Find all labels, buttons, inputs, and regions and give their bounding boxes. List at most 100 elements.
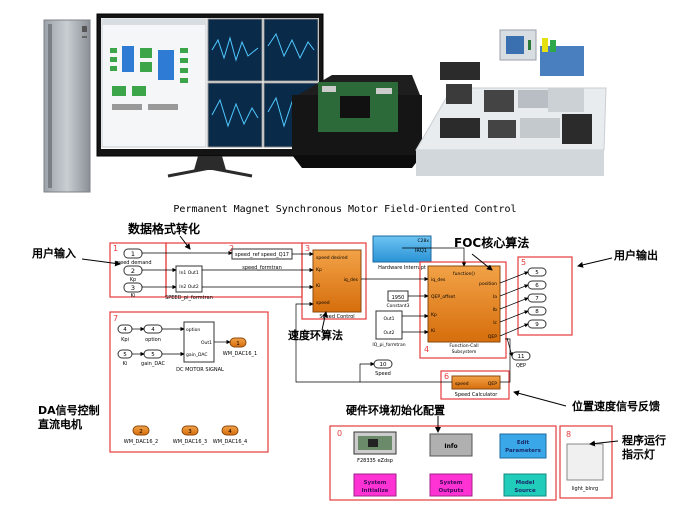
block-port-label: Ia (493, 294, 497, 300)
inport-ki[interactable]: 3 Ki (123, 282, 143, 299)
annotation-data-format: 数据格式转化 (128, 221, 200, 236)
port-number: 4 (151, 327, 155, 333)
inport-speed-demand[interactable]: 1 speed demand (114, 248, 152, 266)
block-port-label: Ib (493, 307, 497, 313)
pc-tower-image (43, 19, 91, 193)
speed-pi-formtran-block[interactable]: In1 Out1 In2 Out2 SPEED_pi_formtran (165, 265, 213, 301)
diagram-title: Permanent Magnet Synchronous Motor Field… (173, 204, 516, 215)
outport-7[interactable]: 7 (527, 293, 547, 303)
outport-qep[interactable]: 11 QEP (511, 351, 531, 369)
outport-6[interactable]: 6 (527, 280, 547, 290)
block-label: WM_DAC16_2 (124, 439, 158, 445)
ezdsp-board-block[interactable]: F28335 eZdsp (353, 431, 397, 464)
port-number: 11 (518, 354, 525, 360)
port-label: speed demand (114, 260, 151, 266)
block-label: F28335 eZdsp (357, 458, 393, 464)
iq-pi-formtran-block[interactable]: Out1 Out2 IQ_pi_formtran (372, 310, 406, 348)
block-label: Source (514, 488, 536, 494)
block-port-label: Kp (431, 312, 437, 318)
dc-motor-signal-block[interactable]: option gain_DAC Out1 DC MOTOR SIGNAL (176, 321, 224, 373)
speed-control-block[interactable]: speed desired Kp Ki speed iq_des Speed C… (312, 249, 362, 320)
outport-5[interactable]: 5 (527, 267, 547, 277)
block-port-label: Ic (493, 320, 497, 326)
block-port-label: option (186, 327, 200, 333)
block-label: System (440, 480, 463, 486)
port-number: 1 (236, 341, 240, 347)
outport-8[interactable]: 8 (527, 306, 547, 316)
dac-block-3[interactable]: 3 WM_DAC16_3 (173, 425, 207, 445)
block-label: Initialize (362, 488, 389, 494)
block-port-label: C28x (417, 238, 429, 244)
port-label: Kp (130, 277, 136, 283)
dac-block-4[interactable]: 4 WM_DAC16_4 (213, 425, 247, 445)
annotation-da-control-2: 直流电机 (38, 417, 82, 431)
block-port-label: Out1 (201, 340, 212, 346)
block-port-label: QEP (488, 381, 497, 387)
foc-subsystem-block[interactable]: function() iq_des QEP_offset Kp Ki posit… (427, 265, 501, 355)
block-label: Speed Control (319, 314, 354, 320)
port-number: 3 (131, 284, 135, 292)
section-number: 3 (305, 244, 310, 253)
inport-ki-dc[interactable]: 5 Ki (117, 349, 133, 367)
speed-q17-block[interactable]: speed_ref speed_Q17 speed_formtran (231, 248, 293, 271)
section-number: 4 (424, 345, 429, 354)
inport-kpi[interactable]: 4 Kpi (117, 324, 133, 343)
section-4-box: 4 (419, 261, 507, 359)
outport-speed[interactable]: 10 Speed (373, 359, 393, 377)
annotation-speed-loop: 速度环算法 (288, 328, 343, 342)
port-number: 7 (535, 296, 539, 302)
port-label: gain_DAC (141, 361, 165, 367)
speed-calculator-block[interactable]: speed QEP Speed Calculator (451, 375, 501, 398)
annotation-arrows (81, 235, 619, 447)
block-label: WM_DAC16_1 (223, 351, 257, 357)
block-label: light_blnrg (572, 486, 598, 492)
block-label: WM_DAC16_4 (213, 439, 247, 445)
port-number: 4 (228, 429, 232, 435)
block-port-label: speed_ref speed_Q17 (235, 252, 289, 258)
section-0-box: 0 (329, 425, 557, 501)
port-number: 5 (535, 270, 539, 276)
system-initialize-block[interactable]: System Initialize (353, 473, 397, 497)
block-port-label: Out1 (383, 316, 394, 322)
block-port-label: Ki (431, 328, 435, 334)
section-7-box: 7 (109, 311, 269, 453)
constant-block[interactable]: 1950 Constant3 (386, 290, 410, 309)
block-port-label: IRQ1 (415, 248, 427, 254)
port-label: option (145, 337, 161, 343)
annotation-led-2: 指示灯 (622, 447, 655, 461)
system-outputs-block[interactable]: System Outputs (429, 473, 473, 497)
port-label: QEP (516, 363, 526, 369)
block-port-label: In1 Out1 (179, 270, 199, 276)
section-number: 8 (566, 430, 571, 439)
hardware-photo (43, 13, 607, 193)
block-port-label: position (479, 281, 497, 287)
port-number: 1 (131, 250, 135, 258)
annotation-user-output: 用户输出 (614, 248, 658, 262)
annotation-pos-speed-feedback: 位置速度信号反馈 (572, 399, 660, 413)
section-number: 7 (113, 314, 118, 323)
port-number: 2 (131, 267, 135, 275)
block-label: WM_DAC16_3 (173, 439, 207, 445)
outport-9[interactable]: 9 (527, 319, 547, 329)
section-6-box: 6 (440, 370, 510, 400)
light-blink-block[interactable]: light_blnrg (566, 443, 604, 492)
inport-kp[interactable]: 2 Kp (123, 265, 143, 283)
model-source-block[interactable]: Model Source (503, 473, 547, 497)
block-port-label: QEP_offset (431, 294, 455, 300)
dac-block-2[interactable]: 2 WM_DAC16_2 (124, 425, 158, 445)
port-number: 5 (123, 352, 127, 358)
block-port-label: function() (453, 271, 475, 277)
hardware-interrupt-block[interactable]: C28x IRQ1 Hardware Interrupt (372, 235, 432, 271)
info-block[interactable]: Info (429, 433, 473, 457)
port-number: 3 (188, 429, 192, 435)
block-label: Function-Call (449, 343, 478, 349)
goto-gain[interactable]: 5 gain_DAC (141, 349, 165, 367)
annotation-foc-core: FOC核心算法 (454, 235, 529, 250)
edit-parameters-block[interactable]: Edit Parameters (499, 433, 547, 459)
block-label: IQ_pi_formtran (372, 342, 405, 348)
dac-block-1[interactable]: 1 WM_DAC16_1 (223, 337, 257, 357)
annotation-da-control-1: DA信号控制 (38, 403, 100, 417)
port-number: 10 (380, 362, 387, 368)
goto-option[interactable]: 4 option (143, 324, 163, 343)
